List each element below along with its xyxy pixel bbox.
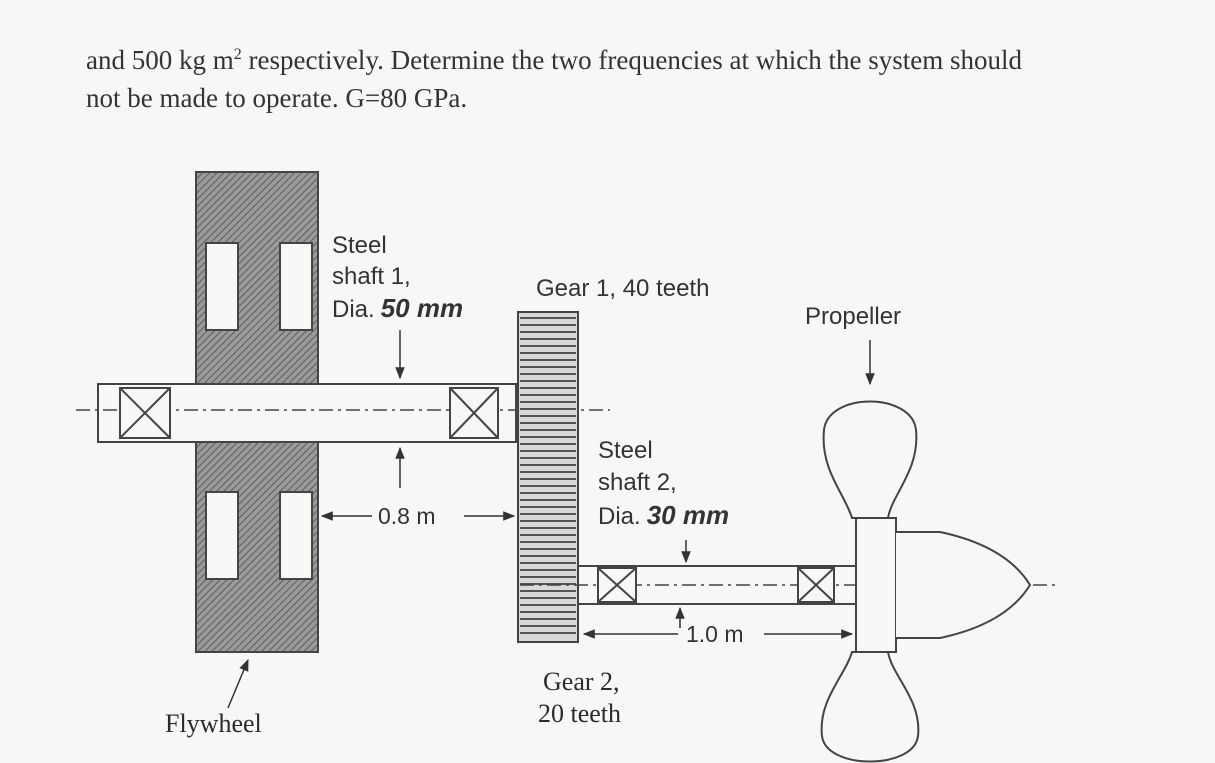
propeller — [820, 400, 1032, 763]
shaft2-dia-label: Dia.30 mm — [598, 500, 729, 530]
propeller-label: Propeller — [805, 303, 901, 330]
bearing-4 — [797, 567, 835, 603]
gear-1 — [517, 311, 579, 643]
problem-line-2: not be made to operate. G=80 GPa. — [86, 83, 468, 113]
bearing-3 — [597, 567, 637, 603]
shaft2-label-line1: Steel — [598, 437, 653, 464]
shaft1-dia-label: Dia.50 mm — [332, 293, 463, 323]
problem-line-1: and 500 kg m2 respectively. Determine th… — [86, 36, 1166, 79]
flywheel-label: Flywheel — [165, 709, 262, 738]
gear2-label-line1: Gear 2, — [543, 667, 620, 696]
flywheel-arrow — [227, 658, 249, 709]
line1-prefix: and 500 kg m — [86, 45, 234, 75]
dim-0.8m-label: 0.8 m — [378, 503, 436, 529]
gear2-label-line2: 20 teeth — [538, 699, 621, 728]
shaft2-label-line2: shaft 2, — [598, 469, 677, 496]
shaft1-dia-prefix: Dia. — [332, 296, 375, 323]
line1-superscript: 2 — [233, 46, 242, 63]
shaft2-dia-value: 30 mm — [647, 500, 729, 530]
shaft1-label-line1: Steel — [332, 232, 387, 259]
shaft1-dia-value: 50 mm — [381, 293, 463, 323]
shaft1-label-line2: shaft 1, — [332, 263, 411, 290]
dim-1.0m-label: 1.0 m — [686, 621, 744, 647]
gear1-label: Gear 1, 40 teeth — [536, 275, 709, 302]
bearing-2 — [449, 387, 499, 439]
bearing-1 — [119, 387, 171, 439]
problem-text: and 500 kg m2 respectively. Determine th… — [86, 36, 1166, 117]
line1-suffix: respectively. Determine the two frequenc… — [241, 45, 1023, 75]
shaft2-dia-prefix: Dia. — [598, 503, 641, 530]
